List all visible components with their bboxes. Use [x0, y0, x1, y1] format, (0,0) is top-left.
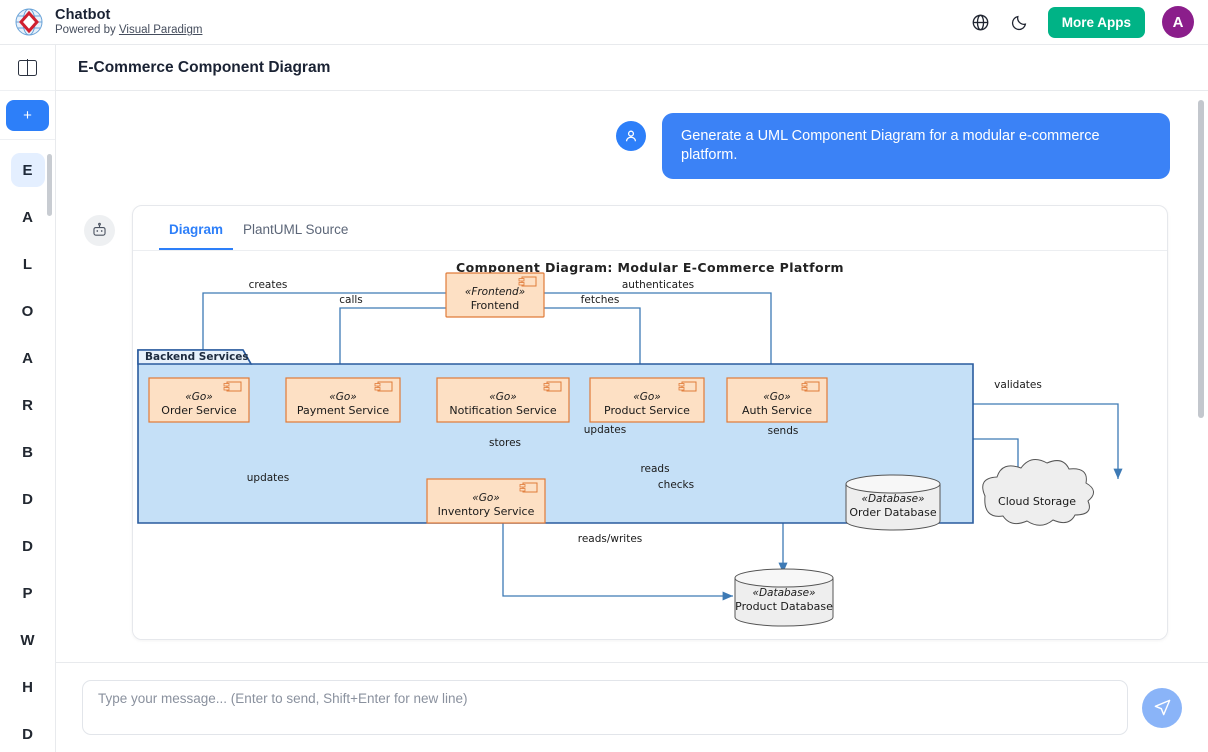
- message-composer: [56, 662, 1208, 752]
- database-product-database: «Database» Product Database: [734, 568, 834, 627]
- rail-top: [0, 45, 55, 91]
- diagram-card: Diagram PlantUML Source Component Diagram…: [132, 204, 1168, 640]
- tab-plantuml-source[interactable]: PlantUML Source: [243, 221, 349, 237]
- svg-text:«Database»: «Database»: [861, 493, 924, 505]
- conversation-item-7[interactable]: D: [22, 490, 33, 508]
- svg-text:Product Service: Product Service: [604, 404, 690, 417]
- cloud-storage: Cloud Storage: [982, 458, 1094, 526]
- message-input[interactable]: [82, 680, 1128, 735]
- rail-new-section: +: [0, 91, 55, 140]
- svg-text:reads: reads: [640, 463, 669, 475]
- svg-text:stores: stores: [489, 437, 521, 449]
- svg-text:reads/writes: reads/writes: [578, 533, 643, 545]
- globe-icon[interactable]: [970, 11, 992, 33]
- database-order-database: «Database» Order Database: [845, 474, 941, 531]
- conversation-item-12[interactable]: D: [22, 725, 33, 743]
- brand: Chatbot Powered by Visual Paradigm: [14, 7, 202, 38]
- chat-scroll-area[interactable]: Generate a UML Component Diagram for a m…: [56, 91, 1208, 662]
- conversation-item-6[interactable]: B: [22, 443, 33, 461]
- svg-text:authenticates: authenticates: [622, 279, 694, 291]
- top-bar: Chatbot Powered by Visual Paradigm More …: [0, 0, 1208, 45]
- page-title: E-Commerce Component Diagram: [78, 58, 331, 76]
- conversation-item-0[interactable]: E: [10, 153, 45, 187]
- svg-text:creates: creates: [249, 279, 288, 291]
- bot-message-row: Diagram PlantUML Source Component Diagram…: [56, 179, 1208, 640]
- svg-text:updates: updates: [247, 472, 289, 484]
- component-inventory-service: «Go» Inventory Service: [426, 478, 546, 524]
- svg-text:calls: calls: [339, 294, 363, 306]
- powered-by: Powered by Visual Paradigm: [55, 24, 202, 37]
- component-payment-service: «Go» Payment Service: [285, 377, 401, 423]
- more-apps-button[interactable]: More Apps: [1047, 6, 1145, 38]
- rail-scrollbar[interactable]: [47, 154, 52, 216]
- svg-text:sends: sends: [768, 425, 799, 437]
- chat-scrollbar[interactable]: [1198, 100, 1204, 418]
- send-button[interactable]: [1142, 687, 1182, 728]
- left-rail: + E A L O A R B D D P W H D: [0, 45, 56, 752]
- svg-text:«Go»: «Go»: [329, 391, 357, 403]
- svg-text:«Frontend»: «Frontend»: [465, 286, 525, 298]
- avatar[interactable]: A: [1162, 6, 1194, 38]
- svg-text:Product Database: Product Database: [735, 600, 833, 613]
- component-auth-service: «Go» Auth Service: [726, 377, 828, 423]
- conversation-item-11[interactable]: H: [22, 678, 33, 696]
- component-frontend: «Frontend» Frontend: [445, 272, 545, 318]
- svg-text:«Go»: «Go»: [489, 391, 517, 403]
- component-order-service: «Go» Order Service: [148, 377, 250, 423]
- svg-text:«Go»: «Go»: [763, 391, 791, 403]
- svg-text:Cloud Storage: Cloud Storage: [998, 495, 1076, 508]
- conversation-item-5[interactable]: R: [22, 396, 33, 414]
- svg-text:validates: validates: [994, 379, 1042, 391]
- svg-text:checks: checks: [658, 479, 694, 491]
- svg-text:Notification Service: Notification Service: [449, 404, 556, 417]
- package-label: Backend Services: [145, 351, 249, 363]
- edge-labels: creates calls authenticates fetches vali…: [247, 279, 1042, 545]
- new-chat-button[interactable]: +: [6, 99, 49, 131]
- visual-paradigm-globe-logo: [14, 7, 44, 37]
- component-notification-service: «Go» Notification Service: [436, 377, 570, 423]
- user-icon: [616, 121, 646, 151]
- diagram-viewport[interactable]: Component Diagram: Modular E-Commerce Pl…: [133, 250, 1167, 639]
- user-message-row: Generate a UML Component Diagram for a m…: [56, 91, 1208, 179]
- svg-text:«Go»: «Go»: [633, 391, 661, 403]
- uml-component-diagram: Backend Services «Frontend» Frontend: [137, 272, 1123, 627]
- svg-text:Order Database: Order Database: [849, 506, 936, 519]
- conversation-item-10[interactable]: W: [20, 631, 35, 649]
- visual-paradigm-link[interactable]: Visual Paradigm: [118, 24, 203, 37]
- svg-text:«Database»: «Database»: [752, 587, 815, 599]
- powered-by-prefix: Powered by: [55, 24, 119, 37]
- svg-text:Order Service: Order Service: [161, 404, 237, 417]
- tab-diagram[interactable]: Diagram: [159, 206, 234, 250]
- svg-text:«Go»: «Go»: [472, 492, 500, 504]
- card-tabs[interactable]: Diagram PlantUML Source: [133, 206, 1167, 251]
- robot-icon: [84, 214, 115, 246]
- panel-toggle-icon[interactable]: [18, 58, 37, 77]
- conversation-list[interactable]: E A L O A R B D D P W H D: [0, 140, 55, 750]
- conversation-item-4[interactable]: A: [22, 349, 33, 367]
- svg-text:Frontend: Frontend: [471, 299, 520, 312]
- conversation-item-1[interactable]: A: [22, 208, 33, 226]
- conversation-item-8[interactable]: D: [22, 537, 33, 555]
- moon-icon[interactable]: [1009, 11, 1031, 33]
- user-message: Generate a UML Component Diagram for a m…: [662, 113, 1170, 179]
- app-title: Chatbot: [55, 6, 111, 23]
- svg-text:updates: updates: [584, 424, 626, 436]
- svg-text:fetches: fetches: [581, 294, 620, 306]
- component-product-service: «Go» Product Service: [589, 377, 705, 423]
- send-paper-plane-icon: [1154, 699, 1170, 716]
- diagram-title: Component Diagram: Modular E-Commerce Pl…: [456, 259, 844, 275]
- svg-text:Auth Service: Auth Service: [742, 404, 812, 417]
- conversation-item-3[interactable]: O: [21, 302, 34, 320]
- svg-text:Payment Service: Payment Service: [297, 404, 390, 417]
- conversation-item-2[interactable]: L: [22, 255, 33, 273]
- conversation-item-9[interactable]: P: [22, 584, 33, 602]
- page-header: E-Commerce Component Diagram: [56, 45, 1208, 91]
- svg-text:Inventory Service: Inventory Service: [438, 505, 535, 518]
- svg-text:«Go»: «Go»: [185, 391, 213, 403]
